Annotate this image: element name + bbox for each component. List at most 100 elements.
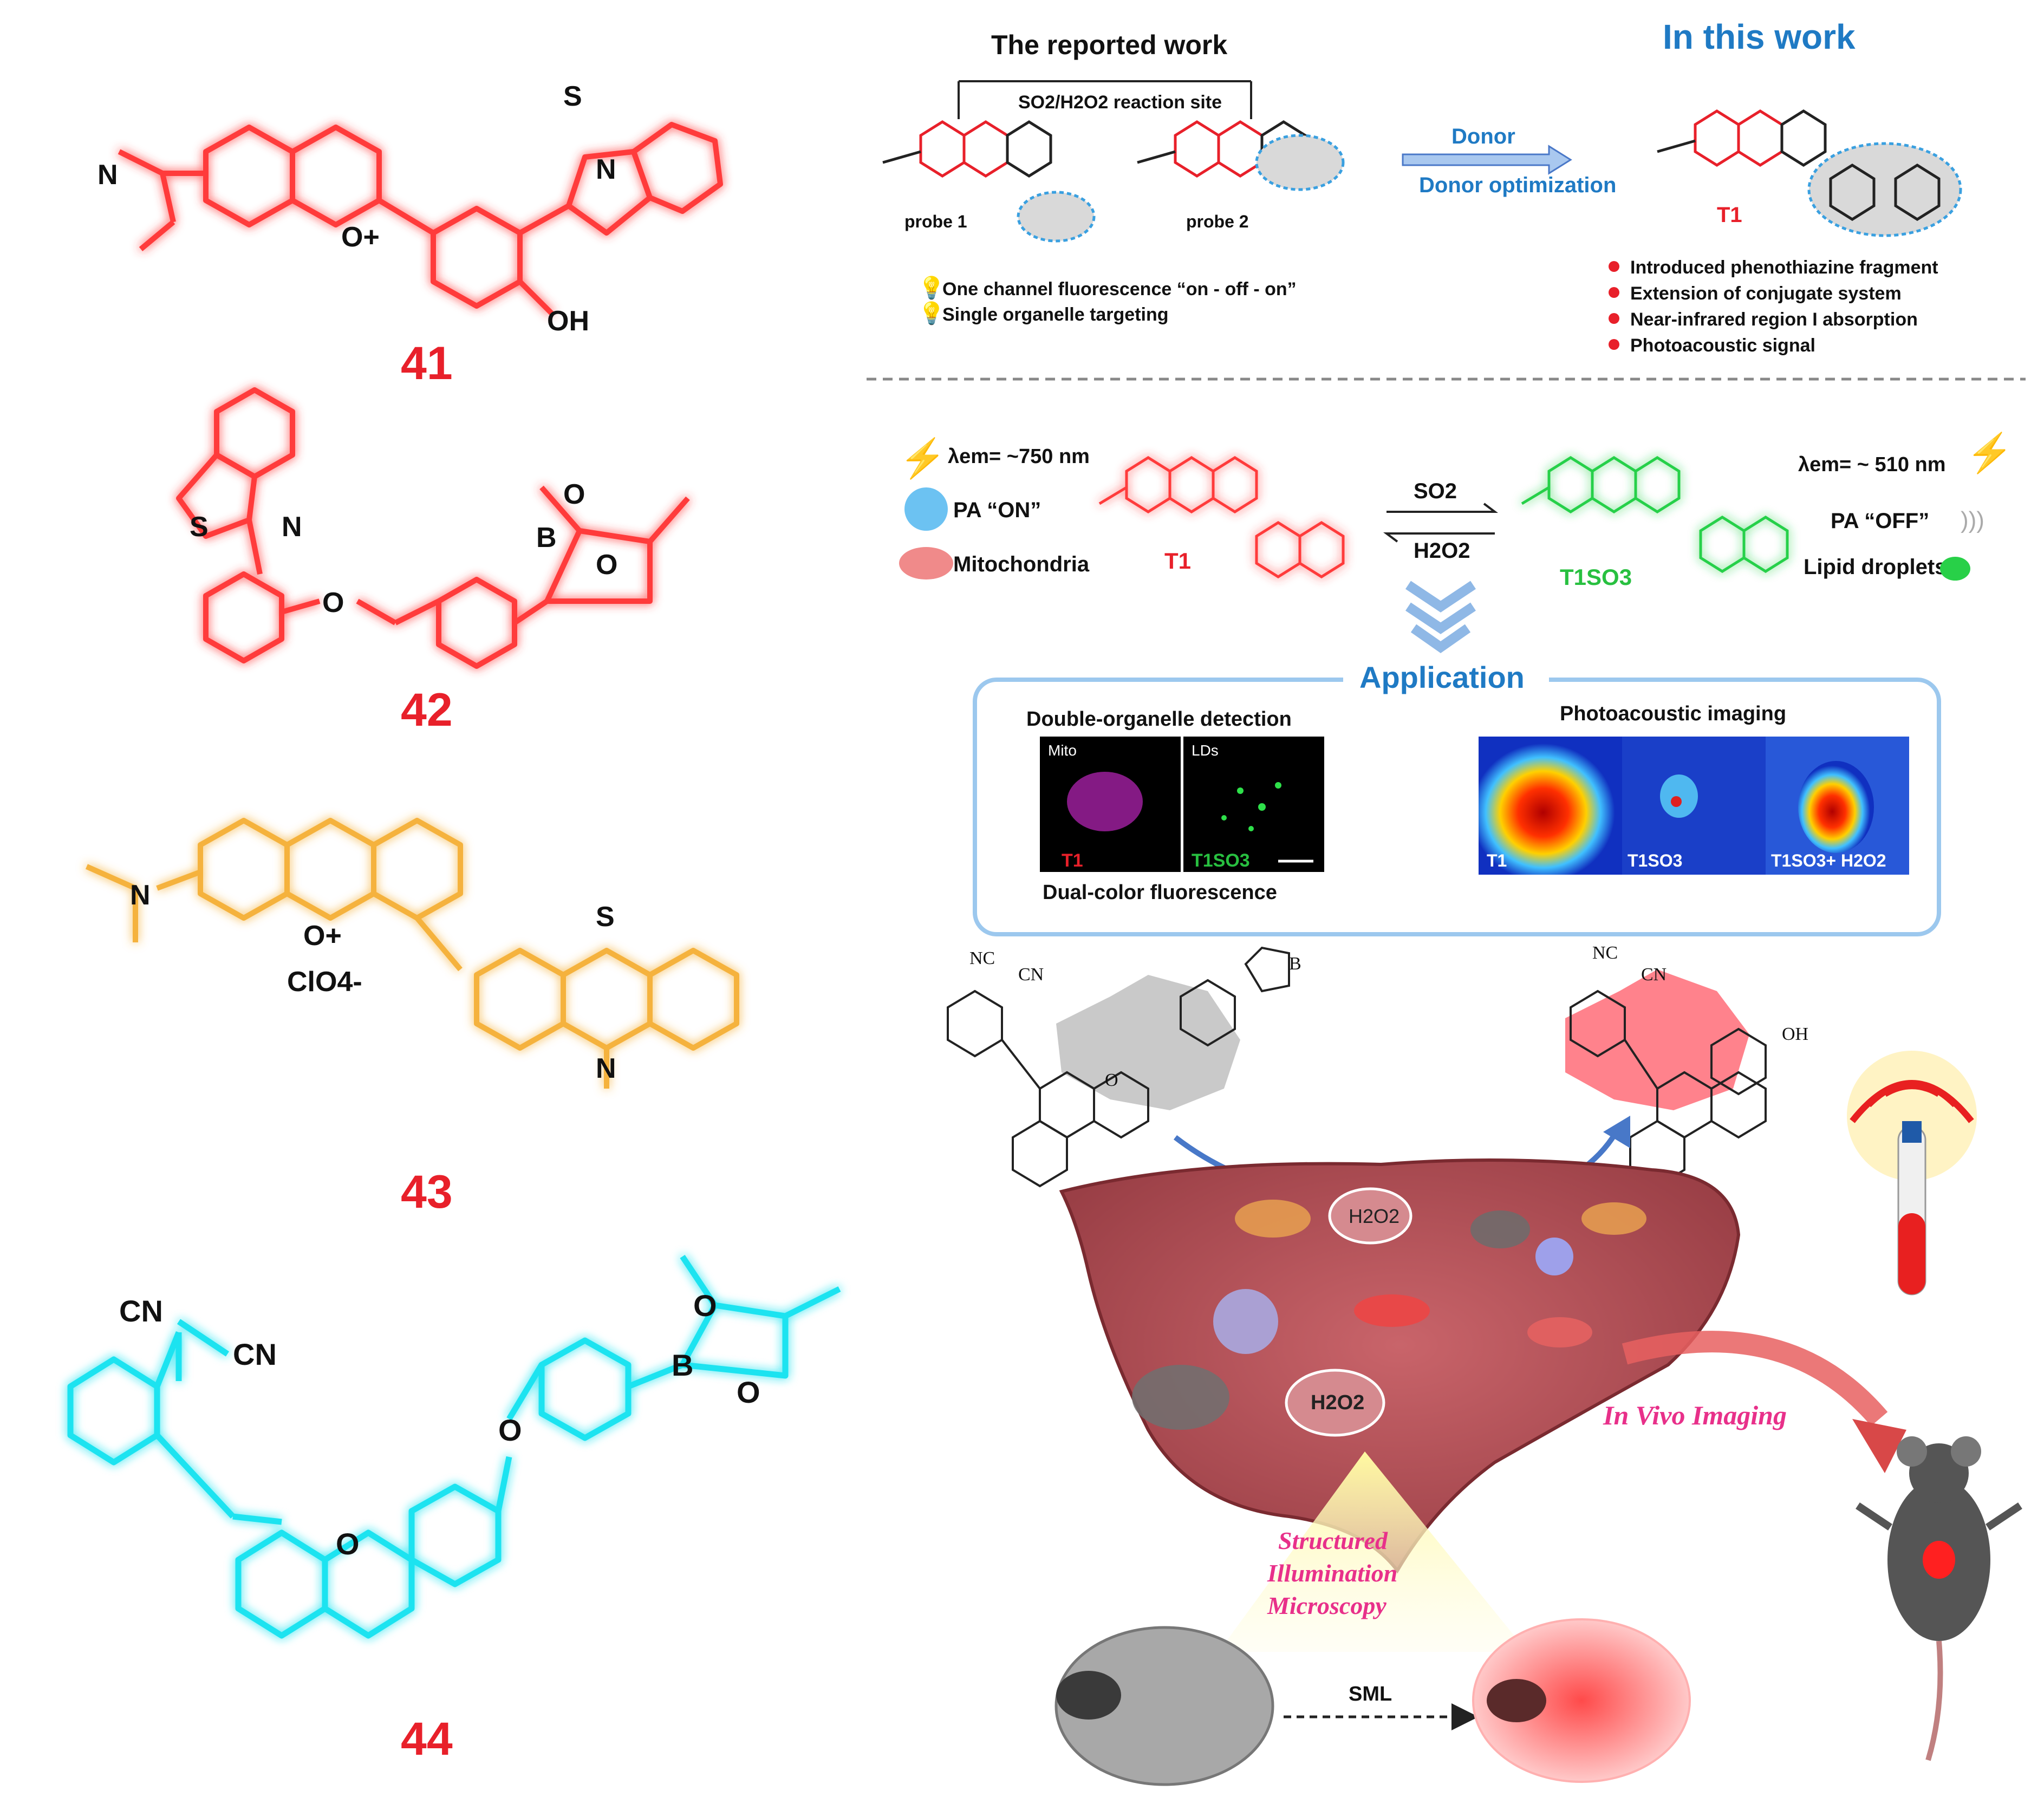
lightning-icon-green: ⚡	[1966, 431, 2013, 476]
probe-1-label: probe 1	[904, 212, 967, 231]
pa-image-1	[1479, 737, 1622, 875]
organelle-er-2	[1581, 1202, 1646, 1235]
mitochondria-icon	[899, 547, 953, 580]
probe-44-bottom-structure	[947, 946, 1290, 1188]
lds-tag: LDs	[1192, 742, 1219, 759]
bullet-icon	[1609, 287, 1619, 298]
cmp42-n: N	[282, 511, 302, 543]
lds-dot	[1248, 826, 1254, 831]
dual-color-label: Dual-color fluorescence	[1043, 881, 1277, 904]
cmp43-n-amine: N	[130, 880, 151, 911]
lightning-icon-red: ⚡	[899, 437, 946, 481]
cmp42-o-ether: O	[322, 587, 344, 618]
reaction-site-label: SO2/H2O2 reaction site	[1018, 92, 1222, 113]
application-title: Application	[1359, 660, 1525, 694]
cmp44-cn2: CN	[233, 1337, 277, 1371]
cmp42-b: B	[536, 522, 557, 554]
lds-dot	[1221, 815, 1227, 821]
mito-cell-signal	[1067, 772, 1143, 831]
cn-label-left: CN	[1018, 965, 1044, 985]
pa-label-2: T1SO3	[1628, 851, 1682, 870]
equilibrium-arrows	[1383, 503, 1498, 543]
in-vivo-label: In Vivo Imaging	[1603, 1400, 1787, 1430]
donor-optimization-label-a: Donor	[1451, 125, 1515, 148]
probe-1-structure	[882, 120, 1096, 243]
organelle-mito-2	[1527, 1317, 1592, 1347]
gray-cell	[1054, 1626, 1274, 1786]
bulb-icon: 💡	[918, 301, 945, 325]
cmp41-n: N	[596, 154, 616, 185]
t1-mid-structure	[1098, 456, 1345, 578]
cmp43-oplus: O+	[303, 920, 342, 952]
cmp42-s: S	[190, 511, 209, 543]
nc-label-left: NC	[969, 948, 995, 968]
this-work-title: In this work	[1663, 17, 1856, 56]
double-organelle-label: Double-organelle detection	[1026, 708, 1292, 731]
cmp44-b: B	[672, 1348, 693, 1382]
b-label-left: B	[1289, 954, 1301, 974]
donor-optimization-arrow	[1402, 145, 1572, 175]
pa-label-1: T1	[1487, 851, 1507, 870]
organelle-er	[1235, 1200, 1311, 1238]
h2o2-bubble-1	[1328, 1187, 1412, 1245]
pa-image-3-spot	[1798, 761, 1874, 853]
feature-right-2: Extension of conjugate system	[1630, 283, 1902, 304]
reaction-arrow-right-head	[1603, 1116, 1630, 1148]
gray-cell-nucleus	[1056, 1671, 1121, 1720]
compound-42-structure	[176, 387, 690, 669]
reported-work-bracket	[958, 80, 1252, 119]
left-features-list: 💡 One channel fluorescence “on - off - o…	[918, 275, 1297, 325]
red-burst	[1565, 969, 1749, 1110]
h2o2-bubble-2-label: H2O2	[1311, 1391, 1364, 1414]
h2o2-bubble-1-label: H2O2	[1349, 1205, 1399, 1227]
cmp42-o1: O	[563, 479, 585, 510]
pa-image-2-spot	[1660, 774, 1698, 818]
lipid-droplets-label: Lipid droplets	[1804, 555, 1947, 579]
sim-label-1: Structured	[1278, 1527, 1388, 1554]
down-chevrons-icon	[1405, 581, 1476, 653]
test-tube-icon	[1847, 1051, 1977, 1295]
cmp43-s: S	[596, 901, 615, 933]
cmp42-o2: O	[596, 549, 617, 581]
sim-label-3: Microscopy	[1267, 1592, 1386, 1619]
o-label-left: O	[1105, 1070, 1118, 1090]
mouse-icon	[1856, 1436, 2022, 1761]
compound-43-structure	[85, 818, 739, 1089]
pa-image-2-hot	[1671, 796, 1682, 807]
organelle-vesicle	[1535, 1238, 1573, 1275]
cmp44-o-ring: O	[336, 1527, 360, 1561]
cmp43-n: N	[596, 1053, 616, 1084]
pa-imaging-label: Photoacoustic imaging	[1560, 702, 1786, 725]
cell-t1-tag: T1	[1062, 850, 1083, 871]
bullet-icon	[1609, 261, 1619, 272]
sim-label-2: Illumination	[1267, 1559, 1397, 1587]
pa-off-waves-icon: )))	[1961, 507, 1984, 533]
organelle-mito	[1354, 1294, 1430, 1327]
lds-dot	[1275, 782, 1281, 789]
t1so3-structure	[1521, 456, 1789, 573]
red-cell	[1472, 1618, 1691, 1783]
so2-label: SO2	[1414, 479, 1457, 503]
cmp41-s: S	[563, 81, 582, 112]
cmp44-cn1: CN	[119, 1294, 163, 1328]
bullet-icon	[1609, 313, 1619, 324]
donor-optimization-label: Donor optimization	[1419, 173, 1616, 197]
cmp41-oh: OH	[547, 305, 589, 337]
cmp44-o2: O	[737, 1375, 760, 1409]
in-vivo-arrow	[1622, 1331, 1888, 1426]
lambda-em-right: λem= ~ 510 nm	[1798, 453, 1946, 476]
sim-beam	[1219, 1451, 1527, 1652]
right-features-list: Introduced phenothiazine fragment Extens…	[1609, 257, 1938, 356]
cell-t1so3-tag: T1SO3	[1192, 850, 1250, 871]
application-title-bg	[1343, 663, 1549, 696]
feature-left-1: One channel fluorescence “on - off - on”	[942, 279, 1297, 300]
lds-dot	[1237, 787, 1244, 794]
in-vivo-arrow-head	[1852, 1419, 1906, 1473]
cmp44-o-ether: O	[498, 1413, 522, 1447]
nc-label-right: NC	[1592, 943, 1618, 963]
h2o2-bubble-2	[1285, 1369, 1385, 1437]
sml-label: SML	[1349, 1683, 1392, 1705]
oh-label-right: OH	[1782, 1024, 1808, 1044]
